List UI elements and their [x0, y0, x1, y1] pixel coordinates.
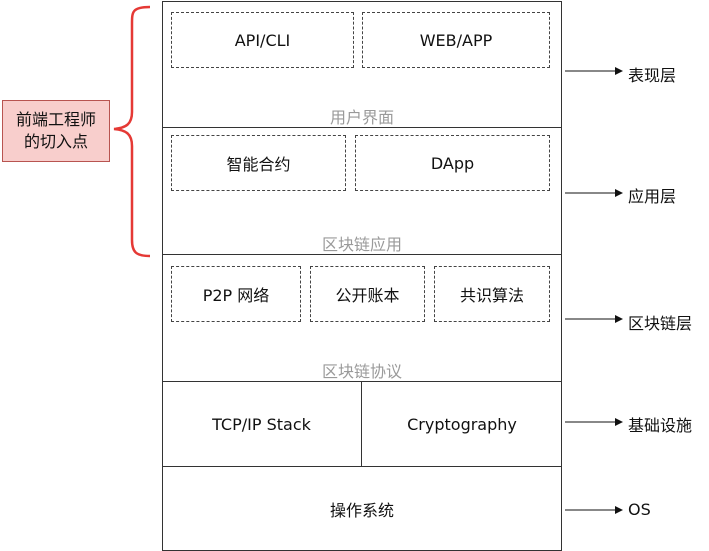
app-item-smart-contract: 智能合约: [171, 135, 346, 191]
separator-app: [162, 127, 562, 128]
side-label-infra: 基础设施: [628, 416, 693, 435]
note-line-2: 的切入点: [23, 132, 88, 151]
ui-item-web-app: WEB/APP: [362, 12, 550, 68]
protocol-item-ledger: 公开账本: [310, 266, 425, 322]
frontend-entry-note: 前端工程师 的切入点: [2, 100, 110, 162]
ui-caption: 用户界面: [329, 108, 394, 127]
protocol-item-consensus: 共识算法: [434, 266, 550, 322]
side-label-application: 应用层: [628, 187, 677, 206]
side-label-presentation: 表现层: [628, 66, 677, 85]
protocol-caption: 区块链协议: [321, 362, 402, 381]
side-label-blockchain: 区块链层: [628, 314, 693, 333]
brace: [113, 5, 151, 258]
separator-protocol: [162, 254, 562, 255]
os-label: 操作系统: [329, 500, 394, 520]
ui-item-api-cli: API/CLI: [171, 12, 354, 68]
side-label-os: OS: [628, 500, 651, 519]
app-item-dapp: DApp: [355, 135, 550, 191]
protocol-item-p2p: P2P 网络: [171, 266, 301, 322]
separator-os: [162, 466, 562, 467]
infra-item-crypto: Cryptography: [407, 414, 517, 434]
infra-item-tcpip: TCP/IP Stack: [162, 381, 362, 467]
separator-infra: [162, 381, 562, 382]
note-line-1: 前端工程师: [15, 110, 96, 129]
app-caption: 区块链应用: [321, 235, 402, 254]
